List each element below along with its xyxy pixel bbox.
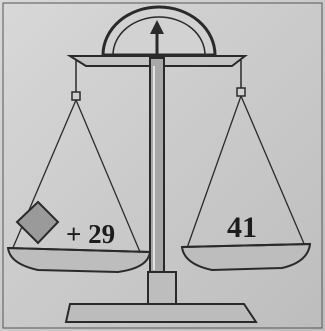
right-pan-rim bbox=[181, 243, 311, 248]
left-hanger-knob bbox=[71, 91, 81, 101]
left-string-inner bbox=[75, 99, 141, 253]
figure-border bbox=[2, 2, 323, 329]
pointer-arrow-icon bbox=[150, 20, 164, 34]
post-base-block bbox=[147, 271, 177, 305]
dial-inner-arc bbox=[112, 16, 206, 56]
left-pan-expression: + 29 bbox=[66, 219, 115, 249]
left-pan-rim bbox=[7, 247, 151, 253]
right-hanger-knob bbox=[236, 87, 246, 97]
right-string-outer bbox=[240, 95, 306, 247]
right-string-inner bbox=[186, 95, 242, 249]
left-pan bbox=[6, 246, 152, 274]
right-pan bbox=[180, 242, 312, 272]
center-post bbox=[149, 57, 165, 273]
scale-foot bbox=[64, 303, 258, 323]
right-pan-value: 41 bbox=[227, 211, 257, 244]
diamond-shape-icon bbox=[15, 200, 60, 245]
